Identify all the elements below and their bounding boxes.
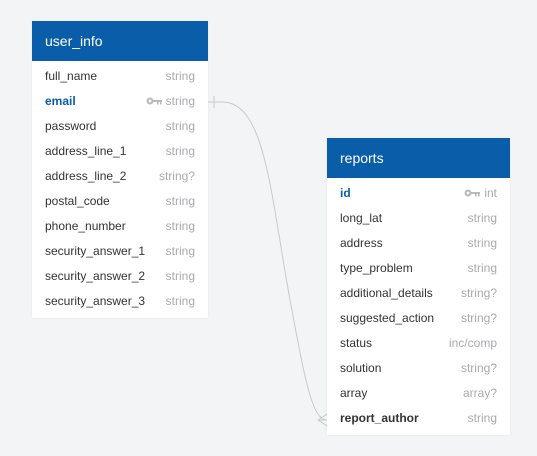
field-name: email: [45, 94, 76, 108]
table-user-info[interactable]: user_info full_name string email string …: [32, 21, 208, 318]
field-type: string: [165, 194, 195, 208]
field-type: string: [165, 144, 195, 158]
field-name: id: [340, 186, 351, 200]
field-row-solution[interactable]: solution string?: [327, 356, 510, 381]
field-row-email[interactable]: email string: [32, 89, 208, 114]
field-name: password: [45, 119, 97, 133]
field-type: int: [484, 186, 497, 200]
table-header[interactable]: reports: [327, 138, 510, 178]
field-type: string?: [158, 169, 195, 183]
field-type: string: [165, 269, 195, 283]
field-type: string: [467, 411, 497, 425]
field-row-address[interactable]: address string: [327, 231, 510, 256]
many-marker: [317, 413, 328, 427]
field-name: type_problem: [340, 261, 413, 275]
field-type: string?: [460, 311, 497, 325]
field-type: string: [467, 211, 497, 225]
field-type: string: [467, 261, 497, 275]
field-row-security-answer-3[interactable]: security_answer_3 string: [32, 289, 208, 314]
field-type-with-key: int: [464, 181, 497, 206]
field-name: additional_details: [340, 286, 433, 300]
field-name: postal_code: [45, 194, 110, 208]
field-name: full_name: [45, 69, 98, 83]
key-icon: [464, 189, 481, 197]
field-name: solution: [340, 361, 382, 375]
field-type: string: [467, 236, 497, 250]
field-name: address: [340, 236, 383, 250]
field-row-password[interactable]: password string: [32, 114, 208, 139]
relationship-line: [208, 101, 328, 421]
field-row-array[interactable]: array array?: [327, 381, 510, 406]
field-row-security-answer-2[interactable]: security_answer_2 string: [32, 264, 208, 289]
field-row-postal-code[interactable]: postal_code string: [32, 189, 208, 214]
table-header[interactable]: user_info: [32, 21, 208, 61]
field-type: inc/comp: [448, 336, 497, 350]
field-name: phone_number: [45, 219, 126, 233]
field-row-security-answer-1[interactable]: security_answer_1 string: [32, 239, 208, 264]
field-type: string: [165, 219, 195, 233]
field-type: string: [165, 294, 195, 308]
field-row-address-line-2[interactable]: address_line_2 string?: [32, 164, 208, 189]
field-type: string: [165, 69, 195, 83]
field-row-id[interactable]: id int: [327, 181, 510, 206]
field-type: string?: [460, 286, 497, 300]
field-row-phone-number[interactable]: phone_number string: [32, 214, 208, 239]
field-name: security_answer_2: [45, 269, 146, 283]
key-icon: [146, 97, 162, 105]
field-name: address_line_1: [45, 144, 127, 158]
field-name: suggested_action: [340, 311, 435, 325]
field-row-status[interactable]: status inc/comp: [327, 331, 510, 356]
field-name: report_author: [340, 411, 419, 425]
field-type: string: [165, 244, 195, 258]
field-name: security_answer_3: [45, 294, 146, 308]
field-row-full-name[interactable]: full_name string: [32, 64, 208, 89]
field-row-report-author[interactable]: report_author string: [327, 406, 510, 431]
field-type: array?: [462, 386, 497, 400]
field-type: string: [165, 94, 195, 108]
field-type: string: [165, 119, 195, 133]
field-name: long_lat: [340, 211, 383, 225]
field-row-long-lat[interactable]: long_lat string: [327, 206, 510, 231]
field-type: string?: [460, 361, 497, 375]
field-name: array: [340, 386, 368, 400]
table-reports[interactable]: reports id int long_lat string address s…: [327, 138, 510, 435]
field-name: status: [340, 336, 373, 350]
field-row-additional-details[interactable]: additional_details string?: [327, 281, 510, 306]
field-row-address-line-1[interactable]: address_line_1 string: [32, 139, 208, 164]
field-name: address_line_2: [45, 169, 127, 183]
field-row-type-problem[interactable]: type_problem string: [327, 256, 510, 281]
field-type-with-key: string: [146, 89, 195, 114]
field-name: security_answer_1: [45, 244, 146, 258]
field-row-suggested-action[interactable]: suggested_action string?: [327, 306, 510, 331]
